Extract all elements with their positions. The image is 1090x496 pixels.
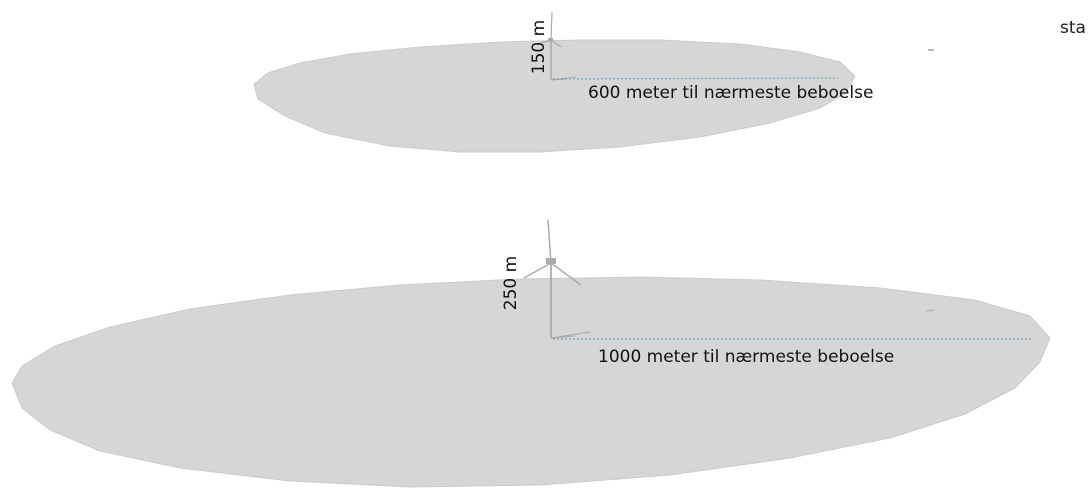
scene-250m: 250 m 1000 meter til nærmeste beboelse — [11, 219, 1051, 488]
distance-label-600: 600 meter til nærmeste beboelse — [588, 83, 873, 103]
cropped-corner-text: sta — [1060, 18, 1086, 38]
ground-ellipse-large — [11, 276, 1051, 488]
wind-turbine-large — [523, 219, 591, 339]
scene-150m: 150 m 600 meter til nærmeste beboelse — [253, 11, 934, 153]
residence-marker-large — [925, 309, 935, 312]
distance-line-600 — [552, 77, 839, 80]
ground-ellipse-small — [253, 39, 856, 153]
height-label-250: 250 m — [501, 256, 521, 310]
distance-label-1000: 1000 meter til nærmeste beboelse — [598, 347, 894, 367]
height-label-150: 150 m — [529, 20, 549, 74]
